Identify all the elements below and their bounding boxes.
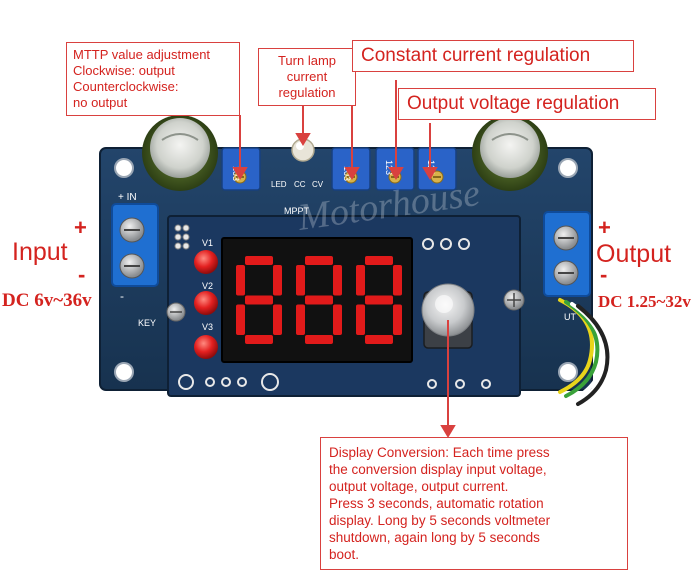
segment-b xyxy=(273,265,282,296)
desc-line4: Press 3 seconds, automatic rotation xyxy=(329,496,544,511)
segment-e xyxy=(296,304,305,335)
mount-hole xyxy=(558,158,578,178)
segment-e xyxy=(356,304,365,335)
callout-arrows xyxy=(232,80,456,438)
capacitor-right xyxy=(472,115,548,191)
lamp-line2: current xyxy=(286,69,328,84)
right-pads xyxy=(422,238,491,389)
output-range: DC 1.25~32v xyxy=(598,292,691,311)
mttp-line1: MTTP value adjustment xyxy=(73,47,211,62)
input-terminal xyxy=(111,203,159,287)
segment-d xyxy=(305,335,333,344)
segment-g xyxy=(245,295,273,305)
mttp-line4: no output xyxy=(73,95,128,110)
segment-f xyxy=(236,265,245,296)
segment-e xyxy=(236,304,245,335)
segment-b xyxy=(333,265,342,296)
led-v3 xyxy=(194,335,218,359)
desc-line6: shutdown, again long by 5 seconds xyxy=(329,530,540,545)
output-plus-sign: + xyxy=(598,215,611,240)
segment-g xyxy=(305,295,333,305)
pot-marking: 103 xyxy=(231,166,241,181)
constant-current-callout: Constant current regulation xyxy=(352,40,634,72)
key-label: KEY xyxy=(138,318,156,328)
mount-hole xyxy=(114,362,134,382)
header-pins xyxy=(174,224,190,250)
desc-line5: display. Long by 5 seconds voltmeter xyxy=(329,513,551,528)
mount-hole xyxy=(114,158,134,178)
output-voltage-callout: Output voltage regulation xyxy=(398,88,656,120)
segment-f xyxy=(296,265,305,296)
segment-a xyxy=(305,256,333,265)
input-plus-sign: + xyxy=(74,215,87,240)
desc-line1: Display Conversion: Each time press xyxy=(329,445,550,460)
display-digits xyxy=(236,256,402,344)
in-minus-label: - xyxy=(120,289,124,303)
segment-g xyxy=(365,295,393,305)
segment-f xyxy=(356,265,365,296)
desc-line3: output voltage, output current. xyxy=(329,479,509,494)
lamp-line1: Turn lamp xyxy=(277,53,337,68)
led-v1 xyxy=(194,250,218,274)
segment-d xyxy=(365,335,393,344)
segment-b xyxy=(393,265,402,296)
input-range: DC 6v~36v xyxy=(2,290,92,311)
v3-label: V3 xyxy=(202,322,213,332)
v2-label: V2 xyxy=(202,281,213,291)
input-minus-sign: - xyxy=(78,262,86,287)
mppt-label: MPPT xyxy=(284,206,310,216)
bottom-pads xyxy=(178,373,279,391)
display-conversion-callout: Display Conversion: Each time press the … xyxy=(320,437,628,570)
lamp-line3: regulation xyxy=(278,85,336,100)
segment-a xyxy=(245,256,273,265)
pot-marking: 103 xyxy=(342,166,352,181)
lamp-callout: Turn lamp current regulation xyxy=(258,48,356,106)
left-screw xyxy=(166,302,186,322)
v1-label: V1 xyxy=(202,238,213,248)
desc-line2: the conversion display input voltage, xyxy=(329,462,547,477)
cv-label: CV xyxy=(312,180,324,189)
mount-hole xyxy=(558,362,578,382)
desc-line7: boot. xyxy=(329,547,360,562)
mttp-line2: Clockwise: output xyxy=(73,63,175,78)
segment-a xyxy=(365,256,393,265)
led-label: LED xyxy=(271,180,287,189)
wire-bundle xyxy=(558,298,610,406)
mttp-line3: Counterclockwise: xyxy=(73,79,179,94)
input-title: Input xyxy=(12,238,68,266)
out-label: UT xyxy=(564,312,576,322)
in-plus-label: + IN xyxy=(118,192,137,203)
output-minus-sign: - xyxy=(600,262,608,287)
cc-label: CC xyxy=(294,180,306,189)
segment-d xyxy=(245,335,273,344)
board-screw xyxy=(503,289,525,311)
capacitor-left xyxy=(142,115,218,191)
segment-c xyxy=(333,304,342,335)
output-terminal xyxy=(543,211,591,297)
segment-c xyxy=(273,304,282,335)
mttp-callout: MTTP value adjustment Clockwise: output … xyxy=(66,42,240,116)
led-v2 xyxy=(194,291,218,315)
pot-voltage xyxy=(417,147,457,191)
output-title: Output xyxy=(596,240,672,268)
segment-c xyxy=(393,304,402,335)
